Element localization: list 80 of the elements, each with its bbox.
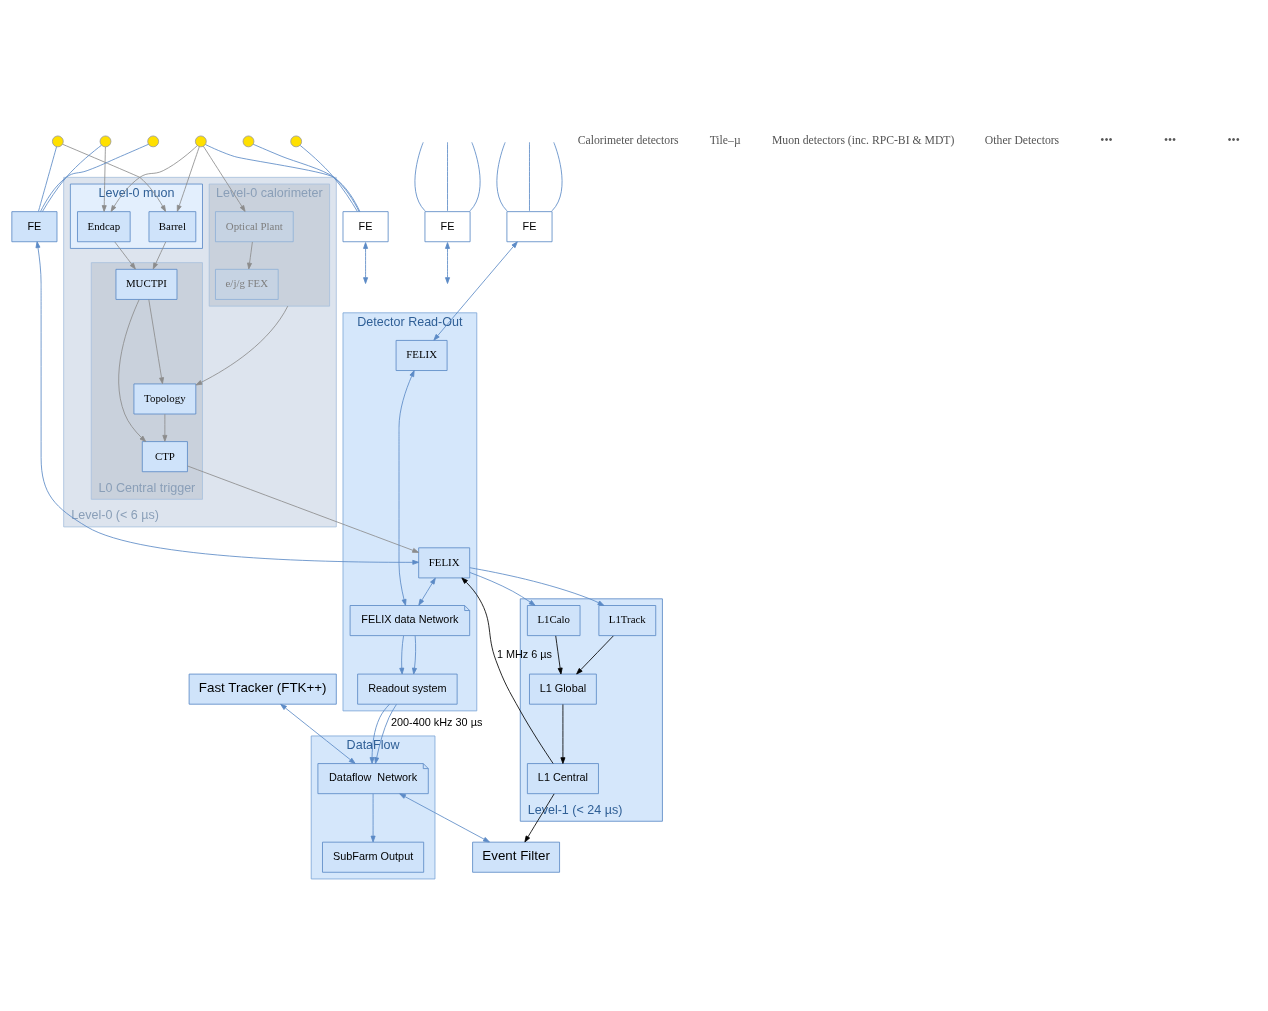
arrow xyxy=(363,241,369,284)
node-box: MUCTPI xyxy=(115,268,178,300)
arrow xyxy=(195,305,289,385)
node-circle xyxy=(242,135,255,147)
connector xyxy=(414,141,426,211)
node-box: FE xyxy=(506,210,553,242)
node-box: e/j/g FEX xyxy=(215,268,279,300)
arrow xyxy=(280,703,356,764)
node-box: FELIX xyxy=(418,546,471,578)
connector xyxy=(38,145,57,212)
node-box: SubFarm Output xyxy=(322,841,425,873)
arrow xyxy=(118,298,147,442)
node-box: Barrel xyxy=(148,210,197,242)
arrow xyxy=(398,369,415,606)
label: Other Detectors xyxy=(984,133,1060,147)
node-circle xyxy=(290,135,302,147)
node-box: CTP xyxy=(141,440,188,472)
label: Calorimeter detectors xyxy=(577,133,679,147)
connector xyxy=(496,141,508,211)
arrow xyxy=(247,241,253,269)
arrow xyxy=(576,635,614,674)
arrow xyxy=(418,577,436,606)
arrow xyxy=(412,635,417,674)
arrow xyxy=(461,577,554,764)
connector xyxy=(551,141,563,211)
arrow xyxy=(370,793,376,842)
arrow xyxy=(152,241,167,269)
arrow xyxy=(433,240,518,341)
arrow xyxy=(469,571,536,606)
arrow xyxy=(62,143,166,212)
node-box: L1 Global xyxy=(529,673,597,705)
arrow xyxy=(369,703,390,764)
connector xyxy=(40,143,149,212)
arrow xyxy=(162,413,168,442)
arrow xyxy=(110,144,198,212)
node-box: Event Filter xyxy=(472,841,560,873)
node-circle xyxy=(194,135,207,147)
label: Tile–µ xyxy=(709,133,741,147)
node-circle xyxy=(99,135,112,147)
label: ••• xyxy=(1100,133,1113,147)
node-box: L1 Central xyxy=(526,762,599,794)
node-box: Endcap xyxy=(77,210,131,242)
label: Muon detectors (inc. RPC-BI & MDT) xyxy=(771,133,955,147)
node-circle xyxy=(51,135,64,147)
edge-label: 1 MHz 6 µs xyxy=(496,647,553,660)
node-box: L1Track xyxy=(598,604,657,636)
arrow xyxy=(148,298,164,384)
arrow xyxy=(203,145,246,212)
connector xyxy=(42,144,102,212)
label: ••• xyxy=(1227,133,1240,147)
connector xyxy=(529,141,530,211)
node-box: L1Calo xyxy=(526,604,581,636)
arrow xyxy=(560,703,566,764)
node-box: FE xyxy=(424,210,471,242)
node-box: Readout system xyxy=(357,673,458,705)
connector xyxy=(299,144,358,212)
arrow xyxy=(469,566,605,606)
connector xyxy=(447,141,448,211)
arrow xyxy=(101,146,107,212)
node-box: Topology xyxy=(133,383,197,414)
node-box: FE xyxy=(11,210,58,242)
arrow xyxy=(399,635,405,674)
edge-label: 200-400 kHz 30 µs xyxy=(390,715,483,728)
connector xyxy=(252,143,360,212)
arrow xyxy=(445,241,450,284)
arrow xyxy=(187,465,419,553)
arrow xyxy=(176,145,200,212)
connector xyxy=(469,141,481,211)
arrow xyxy=(399,792,490,842)
connector xyxy=(205,143,361,212)
arrow xyxy=(374,703,397,764)
node-box: Fast Tracker (FTK++) xyxy=(188,673,337,705)
label: ••• xyxy=(1163,133,1177,147)
node-circle xyxy=(147,135,159,147)
node-box: Optical Plant xyxy=(215,210,294,242)
arrow xyxy=(35,240,420,565)
arrow xyxy=(114,241,136,269)
node-box: FE xyxy=(342,210,389,242)
node-box: FELIX xyxy=(395,339,448,371)
arrow xyxy=(555,635,563,674)
